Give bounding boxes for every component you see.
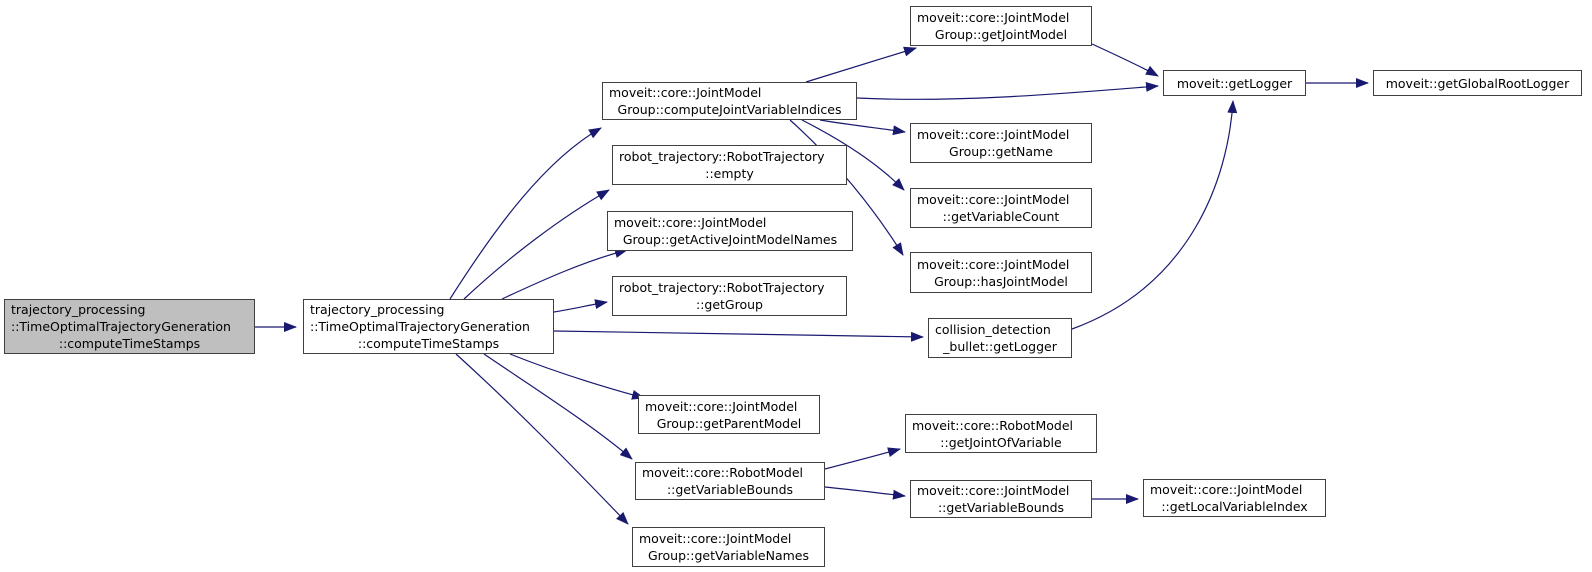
call-edge-n2-n14 bbox=[509, 353, 645, 400]
node-label-line: ::TimeOptimalTrajectoryGeneration bbox=[310, 319, 530, 334]
node-label-line: moveit::core::RobotModel bbox=[642, 465, 803, 480]
call-edge-n2-n16 bbox=[455, 353, 629, 525]
node-label-line: moveit::core::JointModel bbox=[917, 256, 1070, 272]
node-label-line: ::computeTimeStamps bbox=[58, 336, 201, 351]
graph-node-n2[interactable]: trajectory_processing::TimeOptimalTrajec… bbox=[303, 299, 554, 354]
call-edge-n7-n12 bbox=[1071, 100, 1238, 330]
node-label-line: moveit::getGlobalRootLogger bbox=[1385, 75, 1570, 91]
node-label-line: moveit::core::JointModel bbox=[639, 531, 792, 546]
node-label-line: robot_trajectory::RobotTrajectory bbox=[619, 280, 825, 295]
call-edge-n3-n10 bbox=[801, 119, 905, 191]
node-label-line: trajectory_processing bbox=[310, 302, 445, 317]
call-edge-n2-n6 bbox=[553, 299, 608, 313]
call-edge-n3-n9 bbox=[819, 119, 906, 136]
node-label-line: ::getLocalVariableIndex bbox=[1161, 499, 1308, 514]
graph-node-n19[interactable]: moveit::core::JointModel::getLocalVariab… bbox=[1143, 479, 1326, 517]
node-label-line: Group::getName bbox=[949, 144, 1053, 159]
node-label-line: moveit::core::JointModel bbox=[917, 10, 1070, 25]
graph-node-n7[interactable]: collision_detection_bullet::getLogger bbox=[928, 318, 1072, 358]
graph-node-n12[interactable]: moveit::getLogger bbox=[1163, 70, 1306, 96]
call-edge-n15-n18 bbox=[824, 486, 906, 500]
node-label-line: moveit::core::JointModel bbox=[1150, 482, 1303, 497]
call-edge-n2-n3 bbox=[449, 127, 602, 300]
graph-node-n10[interactable]: moveit::core::JointModel::getVariableCou… bbox=[910, 188, 1092, 228]
graph-node-n17[interactable]: moveit::core::RobotModel::getJointOfVari… bbox=[905, 414, 1097, 453]
call-edge-n2-n4 bbox=[463, 189, 610, 300]
node-label-line: ::getVariableBounds bbox=[937, 500, 1065, 515]
node-label-line: moveit::core::JointModel bbox=[917, 127, 1070, 142]
graph-node-n18[interactable]: moveit::core::JointModel::getVariableBou… bbox=[910, 480, 1092, 518]
call-edge-n2-n15 bbox=[483, 353, 633, 460]
node-label-line: moveit::core::JointModel bbox=[609, 85, 762, 100]
call-edge-n3-n12 bbox=[856, 81, 1159, 100]
node-label-line: trajectory_processing bbox=[11, 302, 146, 317]
graph-node-n15[interactable]: moveit::core::RobotModel::getVariableBou… bbox=[635, 462, 825, 500]
node-label-line: ::getVariableCount bbox=[942, 209, 1060, 224]
node-label-line: collision_detection bbox=[935, 322, 1051, 337]
node-label-line: ::getGroup bbox=[695, 297, 763, 312]
node-label-line: Group::getJointModel bbox=[934, 27, 1068, 42]
call-edge-n8-n12 bbox=[1091, 43, 1159, 77]
node-label-line: moveit::core::JointModel bbox=[645, 398, 798, 414]
node-label-line: Group::getActiveJointModelNames bbox=[622, 232, 838, 247]
call-edge-n3-n11 bbox=[789, 119, 904, 256]
call-edge-n15-n17 bbox=[824, 447, 901, 470]
node-label-line: _bullet::getLogger bbox=[943, 339, 1057, 354]
graph-node-n4[interactable]: robot_trajectory::RobotTrajectory::empty bbox=[612, 145, 847, 185]
node-label-line: Group::getVariableNames bbox=[647, 548, 809, 563]
node-label-line: Group::hasJointModel bbox=[934, 273, 1068, 289]
node-label-line: ::TimeOptimalTrajectoryGeneration bbox=[11, 319, 231, 334]
node-label-line: moveit::core::JointModel bbox=[614, 215, 767, 230]
node-label-line: moveit::core::RobotModel bbox=[912, 417, 1073, 433]
call-edge-n2-n5 bbox=[501, 248, 628, 300]
graph-node-n6[interactable]: robot_trajectory::RobotTrajectory::getGr… bbox=[612, 276, 847, 316]
node-label-line: Group::computeJointVariableIndices bbox=[617, 102, 842, 117]
node-label-line: ::computeTimeStamps bbox=[357, 336, 500, 351]
node-label-line: moveit::getLogger bbox=[1176, 75, 1293, 91]
node-label-line: ::getJointOfVariable bbox=[940, 434, 1062, 450]
graph-node-n13[interactable]: moveit::getGlobalRootLogger bbox=[1373, 70, 1582, 96]
call-edge-n2-n7 bbox=[553, 330, 924, 342]
node-label-line: ::empty bbox=[705, 166, 754, 181]
node-label-line: moveit::core::JointModel bbox=[917, 483, 1070, 498]
node-label-line: moveit::core::JointModel bbox=[917, 192, 1070, 207]
node-label-line: Group::getParentModel bbox=[656, 415, 802, 431]
edge-group bbox=[255, 43, 1369, 525]
node-label-line: ::getVariableBounds bbox=[666, 482, 794, 497]
node-label-line: robot_trajectory::RobotTrajectory bbox=[619, 149, 825, 164]
call-edge-n3-n8 bbox=[805, 46, 917, 83]
graph-node-n1: trajectory_processing::TimeOptimalTrajec… bbox=[4, 299, 255, 354]
